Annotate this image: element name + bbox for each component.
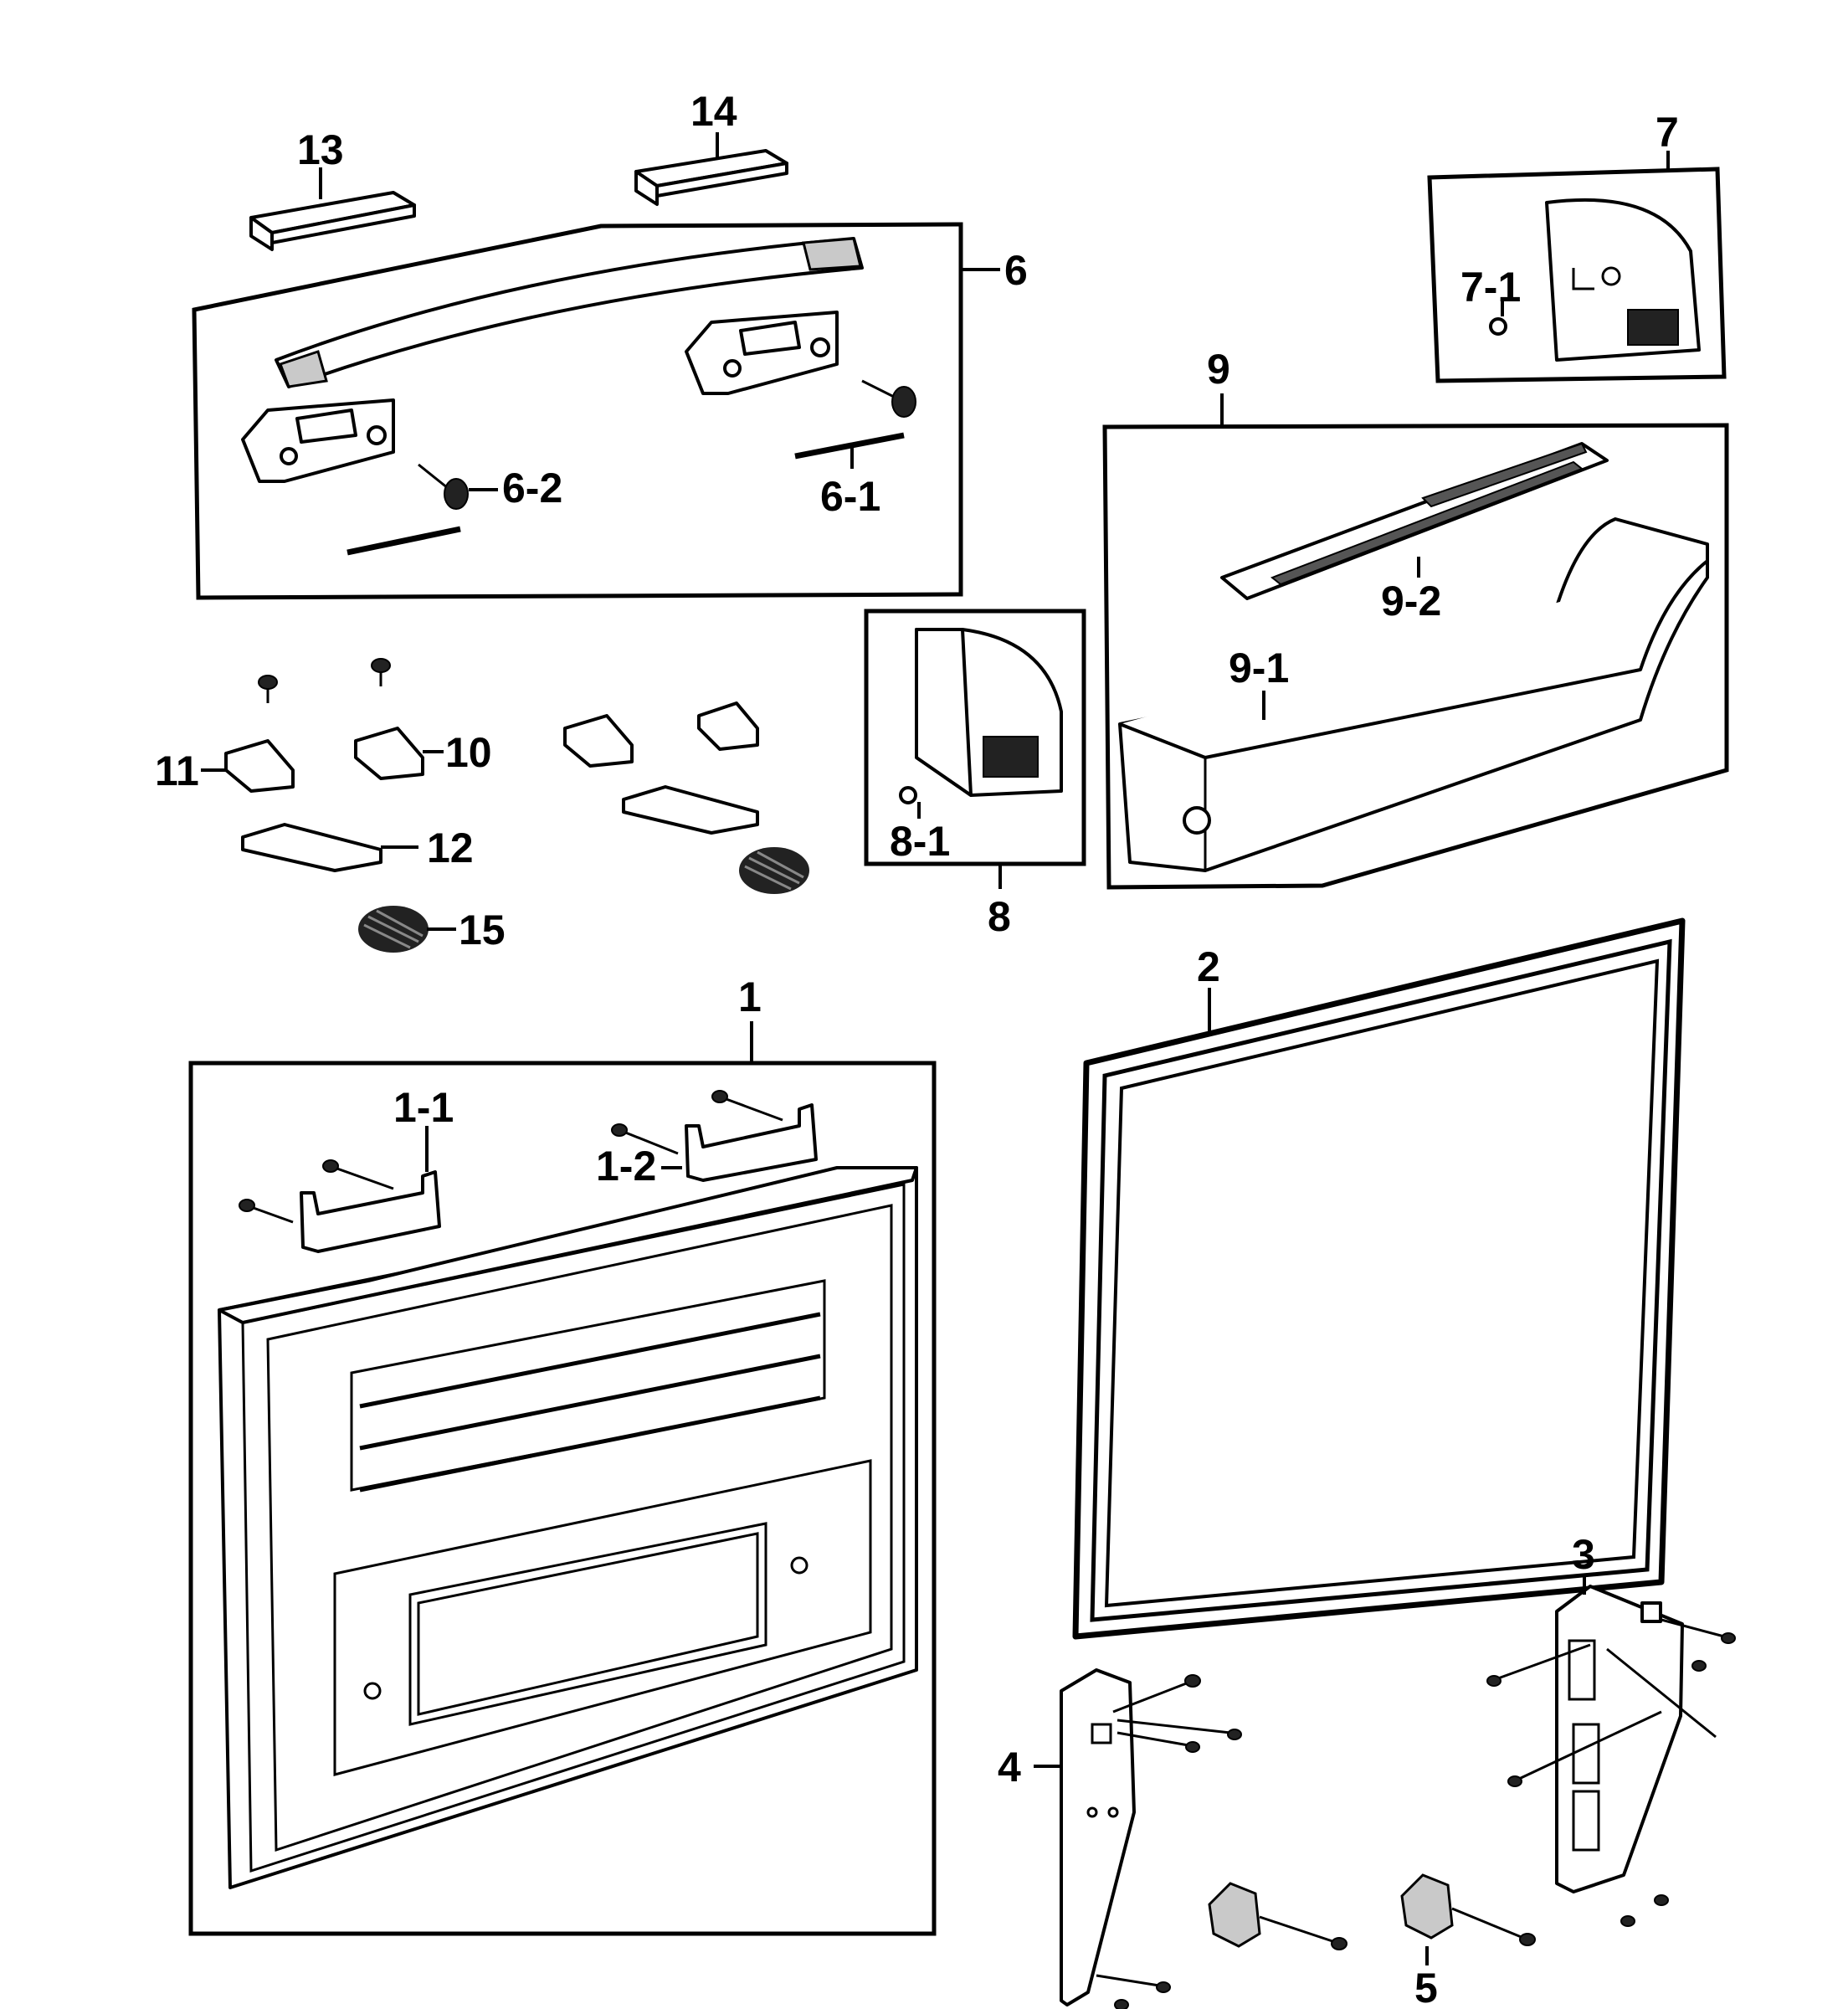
part-5-rollers — [1208, 1873, 1536, 1965]
label-3: 3 — [1572, 1531, 1595, 1578]
label-1-2: 1-2 — [596, 1143, 656, 1189]
label-4: 4 — [998, 1744, 1021, 1791]
label-6-1: 6-1 — [820, 473, 880, 520]
label-7-1: 7-1 — [1460, 264, 1521, 311]
label-6: 6 — [1004, 247, 1028, 294]
part-2-gasket — [1072, 917, 1686, 1640]
label-6-2: 6-2 — [502, 465, 562, 511]
label-13: 13 — [297, 126, 344, 173]
label-10: 10 — [445, 729, 492, 776]
part-13-cap — [249, 167, 416, 251]
label-11: 11 — [155, 748, 199, 794]
label-9-1: 9-1 — [1229, 645, 1289, 691]
box-8-cover — [864, 609, 1086, 889]
box-1-door — [188, 1021, 937, 1936]
box-7-cover — [1427, 151, 1727, 383]
label-1-1: 1-1 — [393, 1084, 454, 1131]
part-14-cap — [634, 132, 788, 206]
label-15: 15 — [459, 907, 506, 953]
part-3-bracket — [1486, 1574, 1736, 1927]
box-9-door-bin — [1102, 393, 1729, 890]
label-8-1: 8-1 — [890, 818, 950, 865]
label-14: 14 — [690, 88, 737, 135]
label-12: 12 — [427, 825, 474, 871]
part-4-bracket — [1034, 1668, 1242, 2009]
label-2: 2 — [1197, 943, 1220, 990]
label-5: 5 — [1414, 1965, 1438, 2009]
label-9-2: 9-2 — [1381, 578, 1441, 624]
label-9: 9 — [1207, 346, 1230, 393]
label-1: 1 — [738, 974, 762, 1020]
parts-10-11-12-15 — [201, 658, 809, 953]
box-6-hinge-assembly — [192, 222, 1000, 600]
label-7: 7 — [1656, 109, 1679, 156]
label-8: 8 — [988, 893, 1011, 940]
